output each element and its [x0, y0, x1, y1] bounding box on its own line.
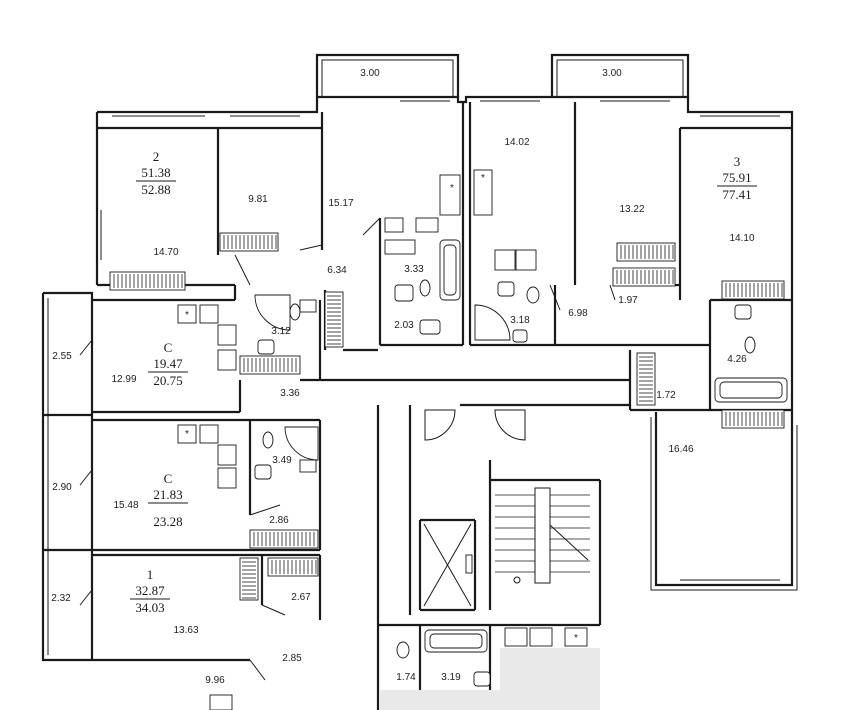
unit-label-1: 1 32.87 34.03: [130, 567, 170, 615]
room-area: 4.26: [727, 354, 747, 365]
windows: [100, 100, 780, 581]
interior-walls-lower: [92, 403, 630, 710]
balcony-right: [550, 53, 690, 97]
room-area: 2.32: [51, 593, 71, 604]
unit-name: 1: [147, 567, 154, 582]
unit-total-area: 23.28: [153, 514, 182, 529]
room-area: 6.34: [327, 265, 347, 276]
room-area: 2.67: [291, 592, 311, 603]
radiator: [239, 557, 259, 601]
unit-label-2: 2 51.38 52.88: [136, 149, 176, 197]
room-area: 3.00: [602, 68, 622, 79]
shaded-area-right: [500, 648, 600, 710]
room-area: 3.12: [271, 326, 291, 337]
unit-name: С: [164, 471, 173, 486]
unit-total-area: 34.03: [135, 600, 164, 615]
room-area: 9.81: [248, 194, 268, 205]
room-area: 13.63: [173, 625, 198, 636]
unit-living-area: 51.38: [141, 165, 170, 180]
room-area: 2.85: [282, 653, 302, 664]
room-area: 13.22: [619, 204, 644, 215]
radiator: [612, 267, 676, 287]
vent-marker-2: *: [481, 173, 485, 184]
room-area: 3.19: [441, 672, 461, 683]
room-area: 2.03: [394, 320, 414, 331]
unit-name: С: [164, 340, 173, 355]
unit-label-c1: С 19.47 20.75: [148, 340, 188, 388]
radiator: [249, 529, 319, 549]
shaded-area-left: [380, 690, 500, 710]
radiator: [636, 352, 656, 406]
room-area: 2.86: [269, 515, 289, 526]
vent-marker-1: *: [450, 183, 454, 194]
room-area: 3.00: [360, 68, 380, 79]
door-arcs: [79, 217, 616, 681]
unit-total-area: 77.41: [722, 187, 751, 202]
room-area: 15.17: [328, 198, 353, 209]
unit-total-area: 52.88: [141, 182, 170, 197]
room-area: 9.96: [205, 675, 225, 686]
room-area: 1.97: [618, 295, 638, 306]
room-area: 14.02: [504, 137, 529, 148]
room-area: 1.72: [656, 390, 676, 401]
radiator: [721, 409, 785, 429]
room-area: 2.55: [52, 351, 72, 362]
vent-marker-4: *: [185, 429, 189, 440]
staircase: [495, 487, 590, 584]
radiator: [219, 232, 279, 252]
radiator: [267, 557, 319, 577]
outer-walls: [41, 95, 798, 662]
vent-marker-5: *: [574, 633, 578, 644]
unit-living-area: 75.91: [722, 170, 751, 185]
room-area: 15.48: [113, 500, 138, 511]
elevator-shaft: [423, 523, 473, 607]
unit-living-area: 21.83: [153, 487, 182, 502]
room-area: 14.10: [729, 233, 754, 244]
room-area: 16.46: [668, 444, 693, 455]
room-area: 3.36: [280, 388, 300, 399]
room-area: 2.90: [52, 482, 72, 493]
vent-markers: * * * * *: [185, 173, 578, 644]
unit-label-3: 3 75.91 77.41: [717, 154, 757, 202]
radiator: [109, 271, 186, 291]
room-area: 12.99: [111, 374, 136, 385]
room-area: 3.33: [404, 264, 424, 275]
radiator: [616, 242, 676, 262]
bathroom-fixtures: [177, 169, 788, 710]
unit-name: 3: [734, 154, 741, 169]
radiator: [721, 280, 785, 300]
radiator: [324, 291, 344, 348]
room-area: 6.98: [568, 308, 588, 319]
room-area: 3.18: [510, 315, 530, 326]
room-areas: 3.00 3.00 14.02 9.81 15.17 13.22 14.70 1…: [51, 68, 755, 686]
unit-living-area: 32.87: [135, 583, 165, 598]
unit-name: 2: [153, 149, 160, 164]
room-area: 3.49: [272, 455, 292, 466]
radiators: [109, 232, 785, 601]
room-area: 1.74: [396, 672, 416, 683]
radiator: [239, 355, 301, 375]
unit-label-c2: С 21.83 23.28: [148, 471, 188, 529]
interior-walls-upper: [92, 102, 792, 414]
balcony-left: [315, 53, 460, 97]
vent-marker-3: *: [185, 310, 189, 321]
unit-total-area: 20.75: [153, 373, 182, 388]
unit-living-area: 19.47: [153, 356, 183, 371]
room-area: 14.70: [153, 247, 178, 258]
